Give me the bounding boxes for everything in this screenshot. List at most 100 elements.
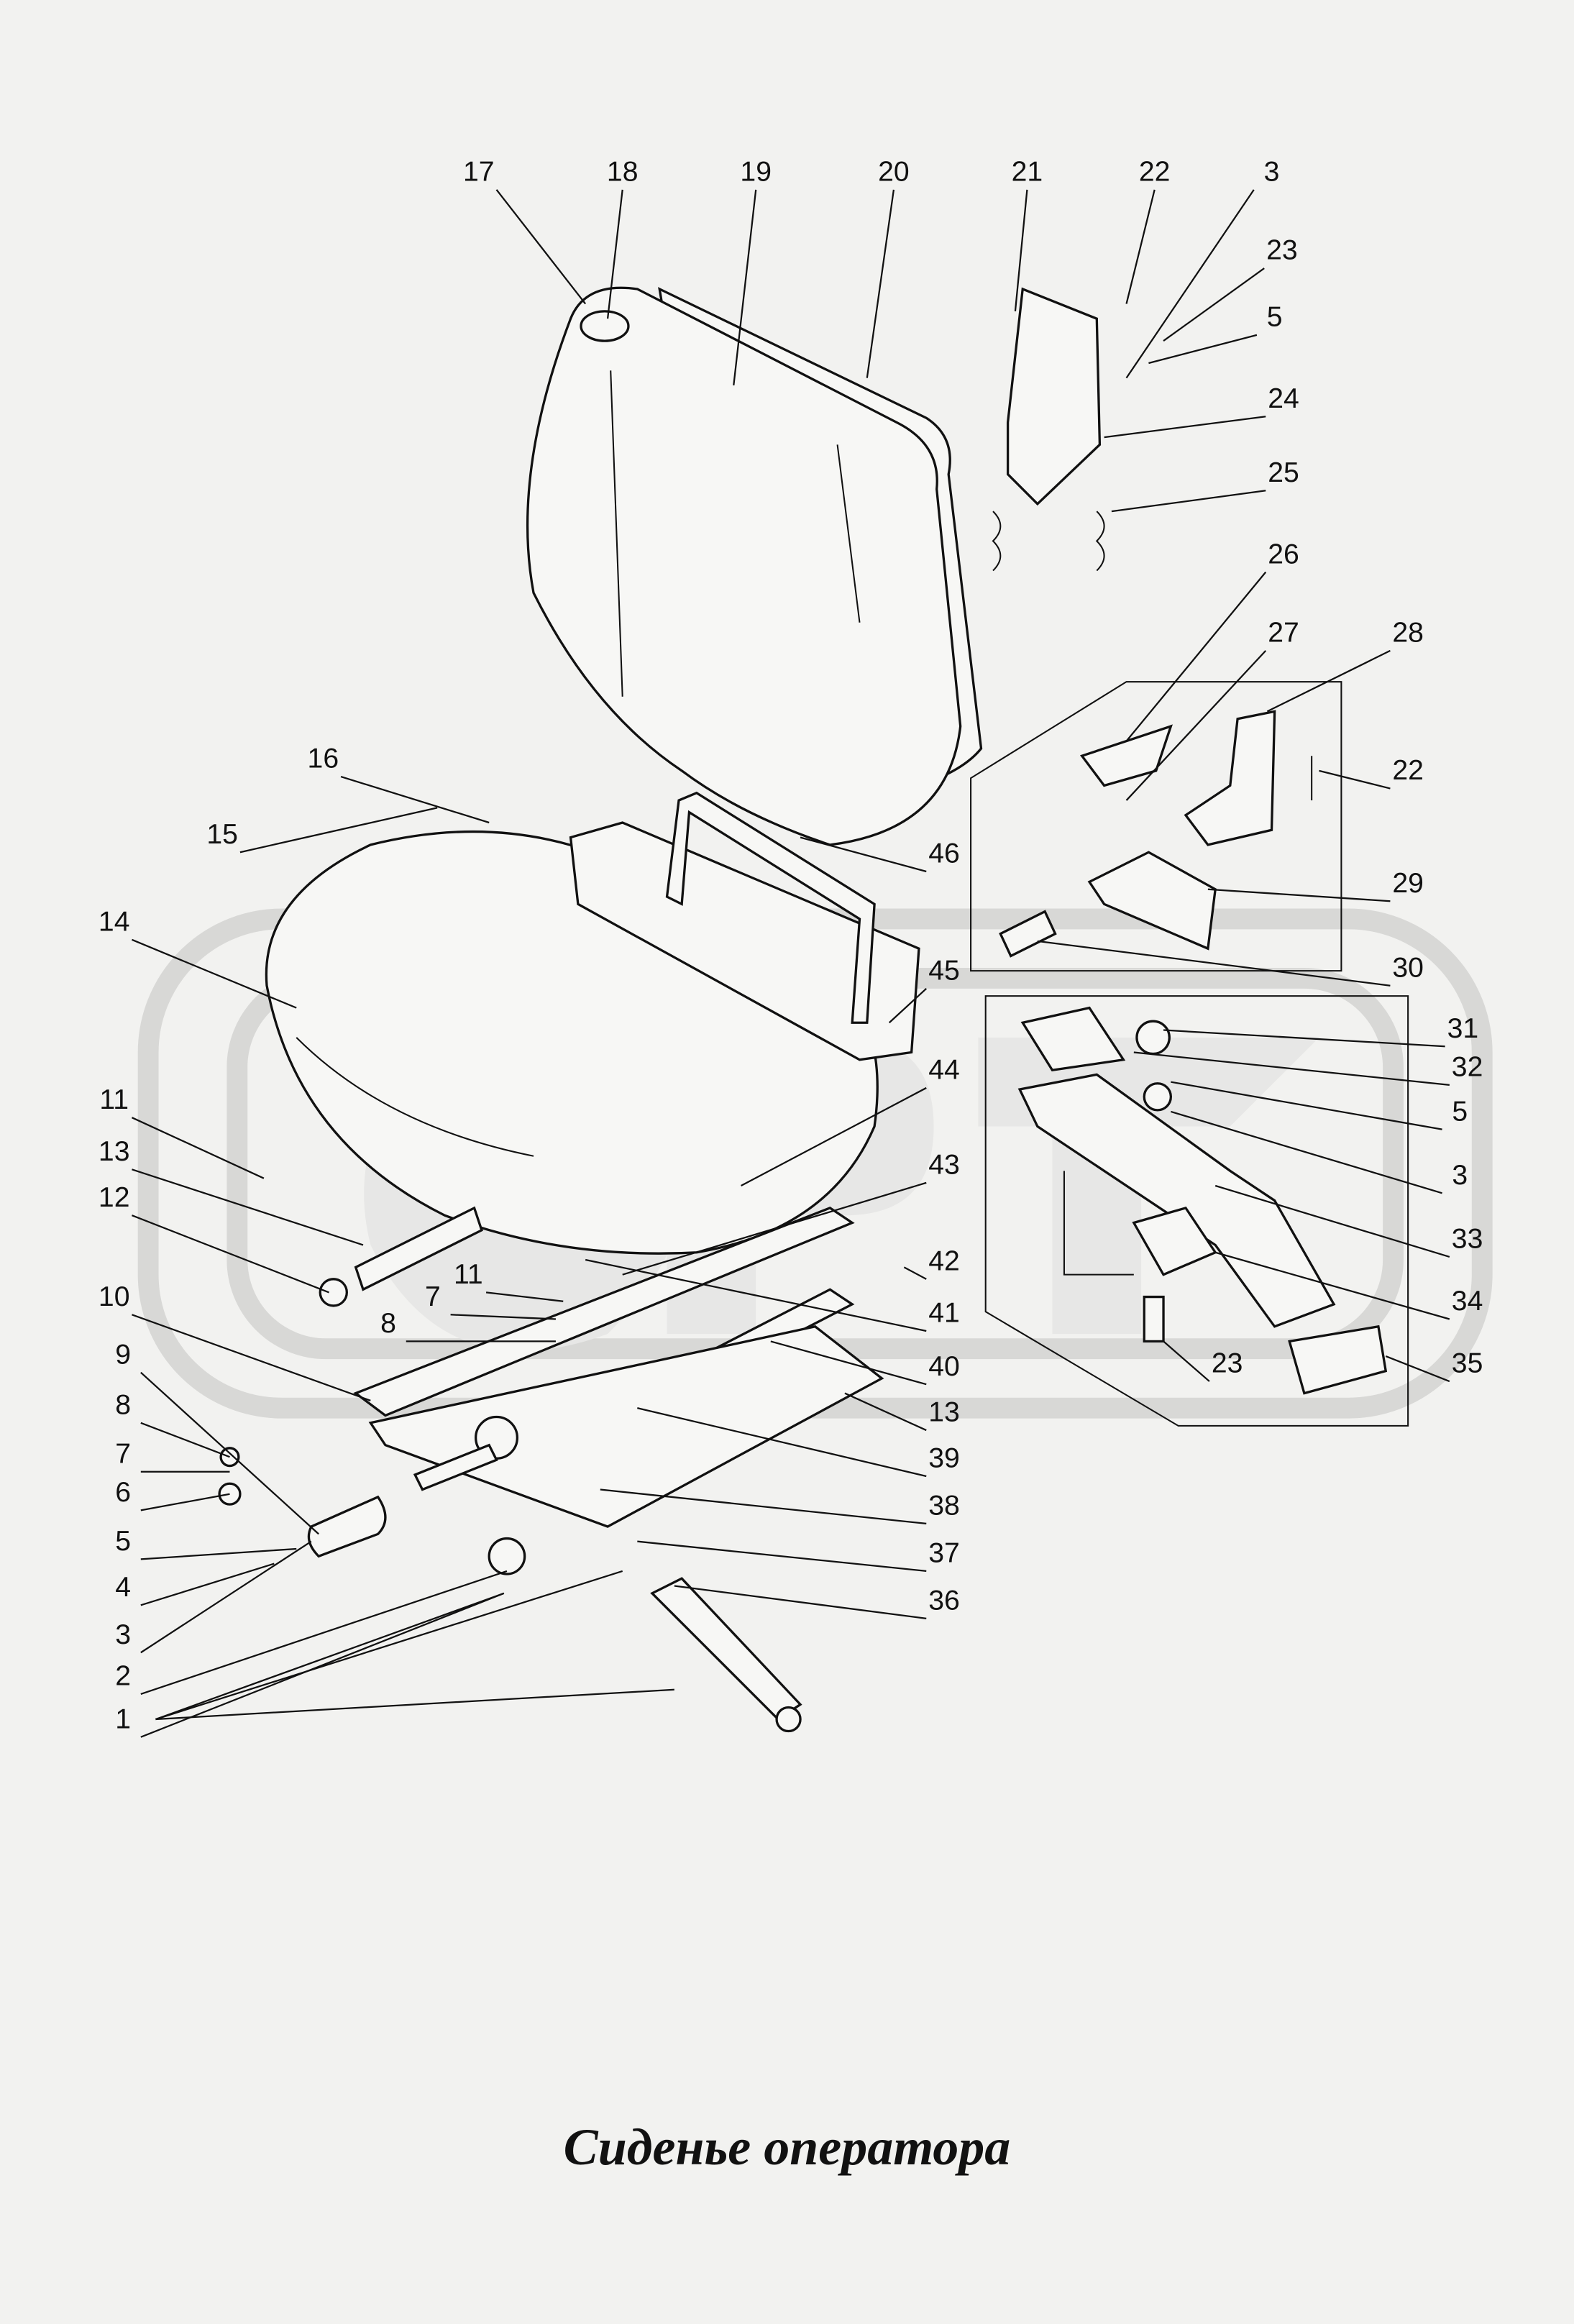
callout-number: 37: [928, 1538, 960, 1569]
leader-line: [1214, 1184, 1450, 1258]
leader-line: [140, 1592, 505, 1738]
callout-number: 10: [99, 1281, 130, 1312]
leader-line: [741, 1086, 927, 1186]
callout-number: 25: [1268, 457, 1299, 488]
callout-number: 29: [1392, 868, 1424, 899]
callout-number: 26: [1268, 539, 1299, 569]
backrest: [526, 286, 983, 846]
leader-line: [1171, 1081, 1442, 1130]
callout-number: 30: [1392, 952, 1424, 983]
leader-line: [140, 1422, 230, 1458]
callout-number: 28: [1392, 618, 1424, 649]
leader-line: [1125, 571, 1267, 742]
callout-number: 22: [1392, 755, 1424, 786]
leader-line: [1214, 1251, 1450, 1320]
callout-number: 22: [1139, 156, 1171, 187]
callout-number: 13: [928, 1397, 960, 1428]
leader-line: [800, 836, 927, 873]
leader-line: [674, 1585, 927, 1619]
callout-number: 31: [1447, 1013, 1479, 1044]
callout-number: 35: [1452, 1348, 1483, 1379]
leader-line: [1037, 940, 1391, 987]
callout-number: 15: [206, 819, 238, 850]
small-parts: [218, 287, 1105, 1733]
callout-number: 38: [928, 1491, 960, 1522]
leader-line: [140, 1493, 230, 1511]
callout-number: 3: [115, 1619, 131, 1650]
leader-line: [140, 1563, 275, 1606]
leader-line: [1125, 650, 1267, 801]
leader-line: [1163, 267, 1265, 342]
leader-line: [888, 988, 928, 1024]
leader-line: [1125, 189, 1156, 304]
callout-number: 32: [1452, 1051, 1483, 1082]
callout-number: 11: [454, 1259, 483, 1290]
leader-line: [903, 1266, 927, 1280]
callout-number: 40: [928, 1351, 960, 1382]
leader-line: [733, 189, 757, 386]
seat-frame: [569, 791, 920, 1061]
leader-line: [340, 776, 490, 824]
leader-line: [140, 1570, 508, 1696]
leader-line: [239, 807, 438, 854]
leader-line: [1171, 1110, 1442, 1194]
callout-number: 7: [115, 1438, 131, 1469]
leader-line: [637, 1407, 927, 1478]
callout-number: 3: [1264, 156, 1280, 187]
callout-number: 12: [99, 1182, 130, 1213]
leader-line: [1148, 334, 1258, 365]
callout-number: 21: [1012, 156, 1043, 187]
leader-line: [1207, 888, 1391, 902]
leader-line: [155, 1592, 505, 1721]
leader-line: [770, 1340, 927, 1386]
leader-line: [1111, 490, 1266, 513]
callout-number: 23: [1266, 235, 1298, 266]
callout-number: 8: [380, 1308, 396, 1339]
callout-number: 23: [1212, 1348, 1243, 1379]
leader-line: [622, 1181, 927, 1276]
leader-line: [155, 1570, 623, 1721]
callout-number: 20: [878, 156, 910, 187]
callout-number: 44: [928, 1055, 960, 1086]
leader-line: [132, 1314, 371, 1401]
slide-rails: [353, 1206, 884, 1528]
leader-line: [1125, 189, 1255, 379]
leader-line: [1266, 649, 1391, 713]
callout-number: 27: [1268, 618, 1299, 649]
leader-line: [140, 1371, 319, 1535]
leader-line: [450, 1314, 556, 1320]
callout-number: 4: [115, 1572, 131, 1603]
callout-number: 14: [99, 906, 130, 937]
callout-number: 16: [308, 744, 339, 774]
callout-number: 3: [1452, 1160, 1468, 1191]
leader-line: [1163, 1340, 1210, 1382]
callout-number: 5: [1267, 301, 1283, 332]
callout-number: 11: [99, 1084, 129, 1115]
callout-number: 46: [928, 838, 960, 869]
leader-line: [866, 189, 895, 378]
callout-number: 13: [99, 1136, 130, 1167]
leader-line: [140, 1540, 312, 1654]
callout-number: 6: [115, 1477, 131, 1508]
leader-line: [1014, 189, 1028, 311]
leader-line: [131, 1117, 265, 1179]
callout-number: 5: [115, 1526, 131, 1557]
leader-line: [132, 1168, 364, 1246]
callout-number: 5: [1452, 1096, 1468, 1127]
callout-number: 45: [928, 955, 960, 986]
leader-line: [132, 938, 297, 1009]
callout-number: 7: [425, 1281, 441, 1312]
callout-number: 43: [928, 1149, 960, 1180]
callout-number: 17: [463, 156, 495, 187]
leader-line: [606, 189, 623, 319]
callout-number: 34: [1452, 1286, 1483, 1317]
callout-number: 2: [115, 1661, 131, 1692]
leader-line: [1385, 1355, 1450, 1383]
callout-number: 19: [740, 156, 772, 187]
callout-number: 18: [607, 156, 639, 187]
leader-line: [485, 1291, 564, 1302]
leader-line: [1163, 1029, 1445, 1048]
leader-line: [155, 1688, 674, 1721]
